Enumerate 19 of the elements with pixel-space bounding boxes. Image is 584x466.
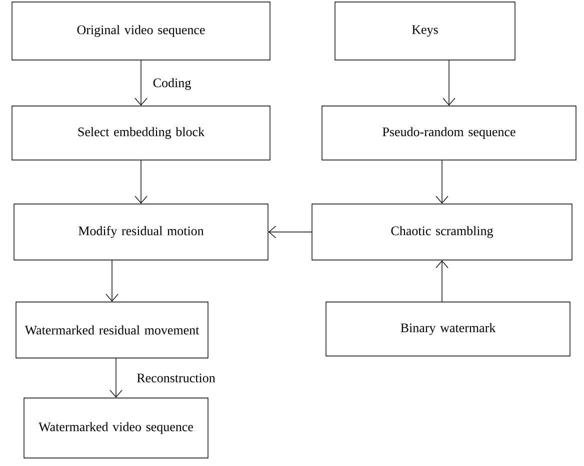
edge-label: Coding [152, 77, 192, 91]
process-box: Watermarked video sequence [24, 398, 208, 458]
arrow [436, 160, 448, 204]
process-box: Select embedding block [12, 106, 270, 160]
process-box: Watermarked residual movement [16, 302, 208, 358]
process-box: Original video sequence [12, 2, 270, 60]
arrow [436, 260, 448, 302]
arrow [110, 358, 122, 398]
process-box: Pseudo-random sequence [322, 106, 576, 160]
arrow [268, 226, 312, 238]
arrow [134, 60, 148, 106]
process-box: Chaotic scrambling [312, 204, 572, 260]
process-box: Keys [334, 2, 516, 60]
arrow [106, 260, 118, 302]
process-box: Binary watermark [326, 302, 570, 356]
arrow [134, 160, 148, 204]
edge-label: Reconstruction [136, 372, 216, 384]
arrow [442, 60, 456, 106]
process-box: Modify residual motion [14, 204, 268, 260]
